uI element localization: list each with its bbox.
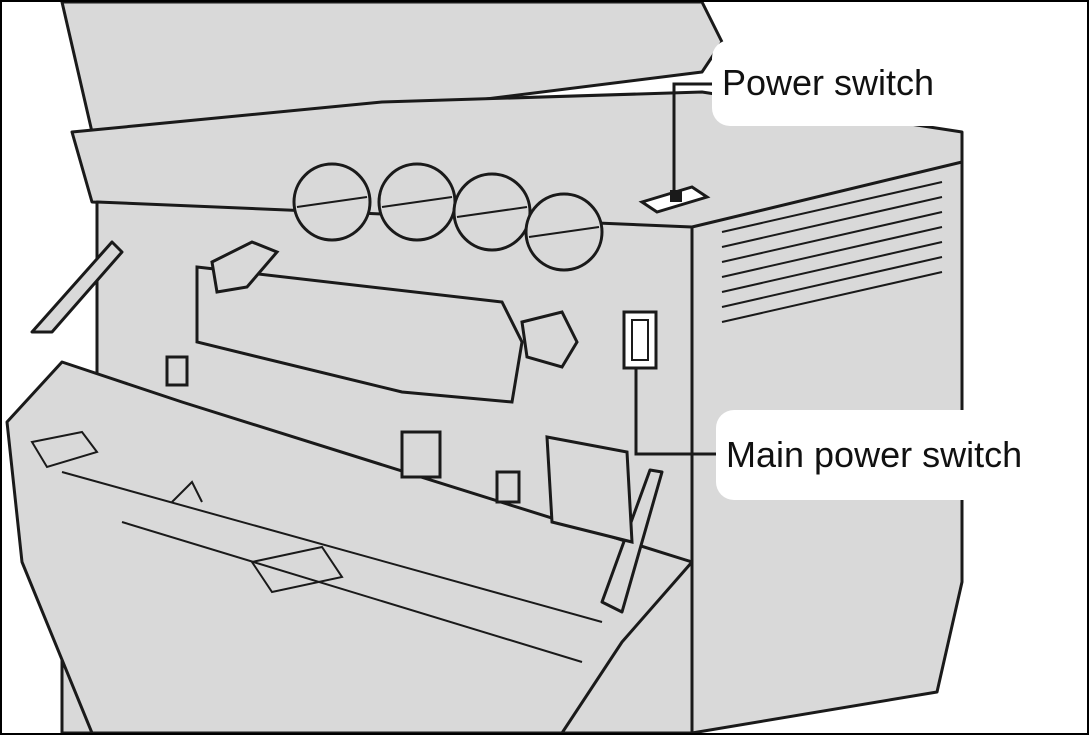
main-power-switch-text: Main power switch xyxy=(726,434,1023,475)
power-switch-leader xyxy=(672,82,714,194)
front-door xyxy=(5,360,694,733)
door-rod-left xyxy=(30,240,124,334)
main-power-switch-leader xyxy=(634,368,718,456)
knob xyxy=(520,310,579,369)
power-switch-text: Power switch xyxy=(722,62,935,103)
power-switch-label: Power switch xyxy=(712,40,988,126)
waste-bottle xyxy=(545,435,634,544)
drum-unit xyxy=(195,265,524,404)
drum-handle xyxy=(210,240,280,294)
main-power-switch-label: Main power switch xyxy=(716,410,1062,500)
main-power-switch xyxy=(622,310,658,370)
